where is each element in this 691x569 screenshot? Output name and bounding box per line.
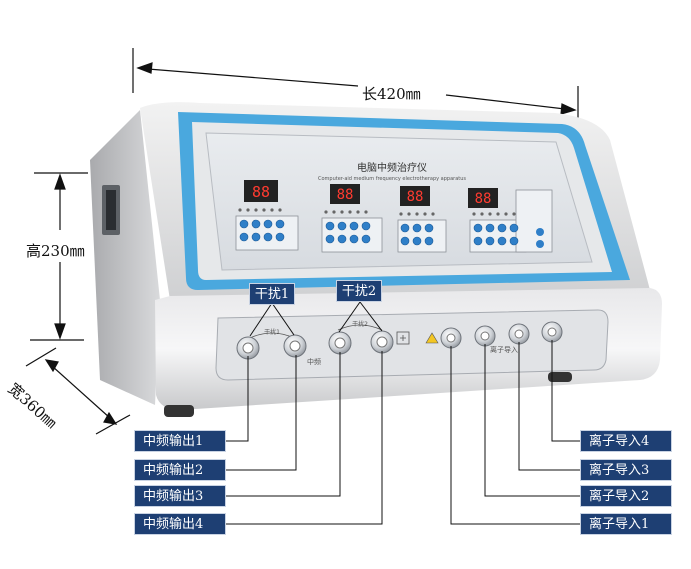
port-label-interference-b: 干扰2 bbox=[352, 320, 368, 328]
callout-ion-import-1: 离子导入1 bbox=[580, 513, 672, 535]
callout-medium-output-1: 中频输出1 bbox=[134, 430, 226, 452]
panel-buttons bbox=[238, 208, 519, 246]
warning-icon bbox=[425, 332, 439, 344]
output-port-4[interactable] bbox=[370, 330, 394, 354]
indicator-led bbox=[415, 212, 419, 216]
panel-button[interactable] bbox=[337, 221, 347, 231]
indicator-led bbox=[407, 212, 411, 216]
indicator-led bbox=[348, 210, 352, 214]
panel-button[interactable] bbox=[263, 232, 273, 242]
device-body bbox=[90, 102, 662, 417]
indicator-led bbox=[364, 210, 368, 214]
panel-button[interactable] bbox=[400, 236, 410, 246]
panel-button[interactable] bbox=[509, 236, 519, 246]
ion-port-3[interactable] bbox=[508, 323, 530, 345]
panel-button[interactable] bbox=[485, 236, 495, 246]
length-dimension-label: 长420㎜ bbox=[362, 85, 421, 103]
panel-button[interactable] bbox=[239, 232, 249, 242]
indicator-led bbox=[340, 210, 344, 214]
indicator-led bbox=[254, 208, 258, 212]
display-3: 88 bbox=[407, 189, 424, 205]
indicator-led bbox=[356, 210, 360, 214]
callout-medium-output-3: 中频输出3 bbox=[134, 485, 226, 507]
timer-module bbox=[515, 189, 553, 253]
patient-symbol-icon bbox=[396, 331, 410, 345]
callout-ion-import-3: 离子导入3 bbox=[580, 459, 672, 481]
ion-port-2[interactable] bbox=[474, 325, 496, 347]
indicator-led bbox=[488, 212, 492, 216]
interference-1-label: 干扰1 bbox=[249, 283, 295, 305]
indicator-led bbox=[332, 210, 336, 214]
timer-button[interactable] bbox=[536, 228, 544, 236]
indicator-led bbox=[480, 212, 484, 216]
panel-button[interactable] bbox=[325, 221, 335, 231]
port-label-ion-import: 离子导入 bbox=[490, 345, 518, 354]
indicator-led bbox=[472, 212, 476, 216]
panel-button[interactable] bbox=[497, 236, 507, 246]
panel-button[interactable] bbox=[473, 236, 483, 246]
panel-button[interactable] bbox=[485, 223, 495, 233]
panel-button[interactable] bbox=[424, 236, 434, 246]
panel-button[interactable] bbox=[349, 234, 359, 244]
callout-medium-output-2: 中频输出2 bbox=[134, 459, 226, 481]
leader-lines bbox=[226, 301, 580, 525]
display-2: 88 bbox=[337, 187, 354, 203]
device-title: 电脑中频治疗仪 bbox=[357, 161, 427, 174]
display-1: 88 bbox=[252, 183, 270, 201]
indicator-led bbox=[512, 212, 516, 216]
display-4: 88 bbox=[475, 191, 492, 207]
control-panel: 电脑中频治疗仪 Computer-aid medium frequency el… bbox=[235, 161, 553, 253]
panel-button[interactable] bbox=[275, 232, 285, 242]
callout-ion-import-4: 离子导入4 bbox=[580, 430, 672, 452]
panel-button[interactable] bbox=[412, 223, 422, 233]
panel-button[interactable] bbox=[349, 221, 359, 231]
height-dimension-label: 高230㎜ bbox=[26, 242, 85, 260]
panel-button[interactable] bbox=[239, 219, 249, 229]
panel-button[interactable] bbox=[361, 234, 371, 244]
indicator-led bbox=[504, 212, 508, 216]
port-label-medium-frequency: 中频 bbox=[307, 357, 321, 366]
indicator-led bbox=[324, 210, 328, 214]
panel-button[interactable] bbox=[412, 236, 422, 246]
dimension-lines bbox=[25, 48, 579, 435]
indicator-led bbox=[496, 212, 500, 216]
indicator-led bbox=[270, 208, 274, 212]
panel-button[interactable] bbox=[337, 234, 347, 244]
panel-button[interactable] bbox=[263, 219, 273, 229]
ion-port-4[interactable] bbox=[541, 321, 563, 343]
timer-button[interactable] bbox=[536, 240, 544, 248]
panel-button[interactable] bbox=[251, 219, 261, 229]
port-label-interference-a: 干扰1 bbox=[264, 328, 280, 336]
panel-button[interactable] bbox=[473, 223, 483, 233]
panel-button[interactable] bbox=[251, 232, 261, 242]
indicator-led bbox=[238, 208, 242, 212]
ion-port-1[interactable] bbox=[440, 327, 462, 349]
panel-button[interactable] bbox=[400, 223, 410, 233]
module-3: 88 bbox=[397, 186, 447, 253]
panel-button[interactable] bbox=[361, 221, 371, 231]
output-port-2[interactable] bbox=[283, 334, 307, 358]
indicator-led bbox=[246, 208, 250, 212]
panel-button[interactable] bbox=[509, 223, 519, 233]
front-ports: 干扰1 干扰2 中频 离子导入 bbox=[236, 320, 563, 366]
panel-button[interactable] bbox=[325, 234, 335, 244]
output-port-1[interactable] bbox=[236, 336, 260, 360]
indicator-led bbox=[423, 212, 427, 216]
callout-medium-output-4: 中频输出4 bbox=[134, 513, 226, 535]
output-port-3[interactable] bbox=[328, 331, 352, 355]
device-subtitle: Computer-aid medium frequency electrothe… bbox=[318, 176, 466, 182]
panel-button[interactable] bbox=[424, 223, 434, 233]
indicator-led bbox=[431, 212, 435, 216]
interference-2-label: 干扰2 bbox=[336, 280, 382, 302]
indicator-led bbox=[262, 208, 266, 212]
indicator-led bbox=[399, 212, 403, 216]
panel-button[interactable] bbox=[497, 223, 507, 233]
callout-ion-import-2: 离子导入2 bbox=[580, 485, 672, 507]
panel-button[interactable] bbox=[275, 219, 285, 229]
indicator-led bbox=[278, 208, 282, 212]
